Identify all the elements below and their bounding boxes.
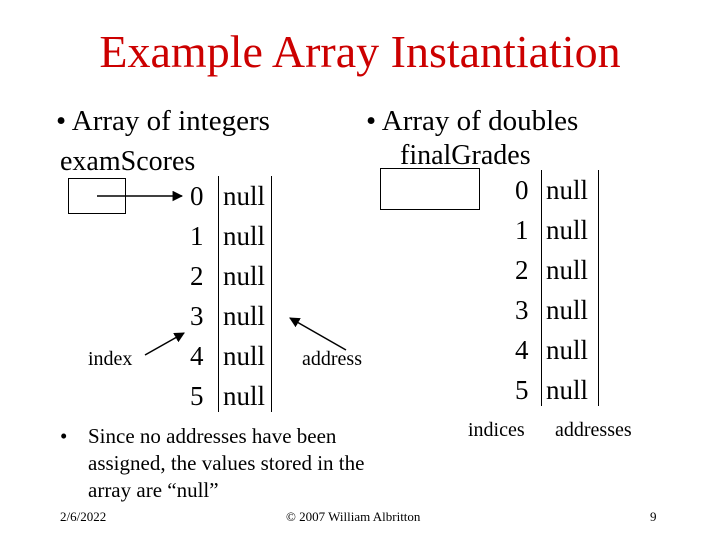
note-line-3: array are “null” bbox=[88, 478, 219, 502]
note-bullet: • bbox=[60, 424, 68, 448]
footer-page-number: 9 bbox=[650, 509, 657, 524]
address-arrow bbox=[289, 317, 347, 351]
final-grades-value-0: null bbox=[546, 175, 589, 205]
final-grades-value-2: null bbox=[546, 255, 589, 285]
slide-title: Example Array Instantiation bbox=[99, 26, 621, 77]
final-grades-reference-box bbox=[380, 168, 480, 210]
exam-scores-index-3: 3 bbox=[190, 301, 204, 331]
final-grades-index-1: 1 bbox=[515, 215, 529, 245]
exam-scores-value-4: null bbox=[223, 341, 266, 371]
footer-date: 2/6/2022 bbox=[60, 509, 107, 524]
exam-scores-array-column bbox=[218, 176, 272, 412]
exam-scores-index-5: 5 bbox=[190, 381, 204, 411]
exam-scores-value-0: null bbox=[223, 181, 266, 211]
bullet-array-of-integers: • Array of integers bbox=[56, 105, 270, 137]
final-grades-value-3: null bbox=[546, 295, 589, 325]
footer-copyright: © 2007 William Albritton bbox=[286, 509, 421, 524]
addresses-label: addresses bbox=[555, 419, 632, 441]
final-grades-index-2: 2 bbox=[515, 255, 529, 285]
exam-scores-value-5: null bbox=[223, 381, 266, 411]
index-label: index bbox=[88, 348, 133, 370]
exam-scores-index-0: 0 bbox=[190, 181, 204, 211]
note-line-2: assigned, the values stored in the bbox=[88, 451, 365, 475]
address-label: address bbox=[302, 348, 362, 370]
indices-label: indices bbox=[468, 419, 525, 441]
final-grades-value-4: null bbox=[546, 335, 589, 365]
final-grades-value-1: null bbox=[546, 215, 589, 245]
final-grades-index-4: 4 bbox=[515, 335, 529, 365]
final-grades-label: finalGrades bbox=[400, 140, 531, 171]
final-grades-index-5: 5 bbox=[515, 375, 529, 405]
final-grades-index-3: 3 bbox=[515, 295, 529, 325]
index-arrow bbox=[144, 332, 185, 356]
exam-scores-value-3: null bbox=[223, 301, 266, 331]
final-grades-value-5: null bbox=[546, 375, 589, 405]
exam-scores-index-1: 1 bbox=[190, 221, 204, 251]
note-line-1: Since no addresses have been bbox=[88, 424, 337, 448]
exam-scores-value-2: null bbox=[223, 261, 266, 291]
exam-scores-index-2: 2 bbox=[190, 261, 204, 291]
final-grades-index-0: 0 bbox=[515, 175, 529, 205]
exam-scores-index-4: 4 bbox=[190, 341, 204, 371]
exam-scores-label: examScores bbox=[60, 146, 196, 177]
bullet-array-of-doubles: • Array of doubles bbox=[366, 105, 579, 137]
final-grades-array-column bbox=[541, 170, 599, 406]
exam-scores-value-1: null bbox=[223, 221, 266, 251]
